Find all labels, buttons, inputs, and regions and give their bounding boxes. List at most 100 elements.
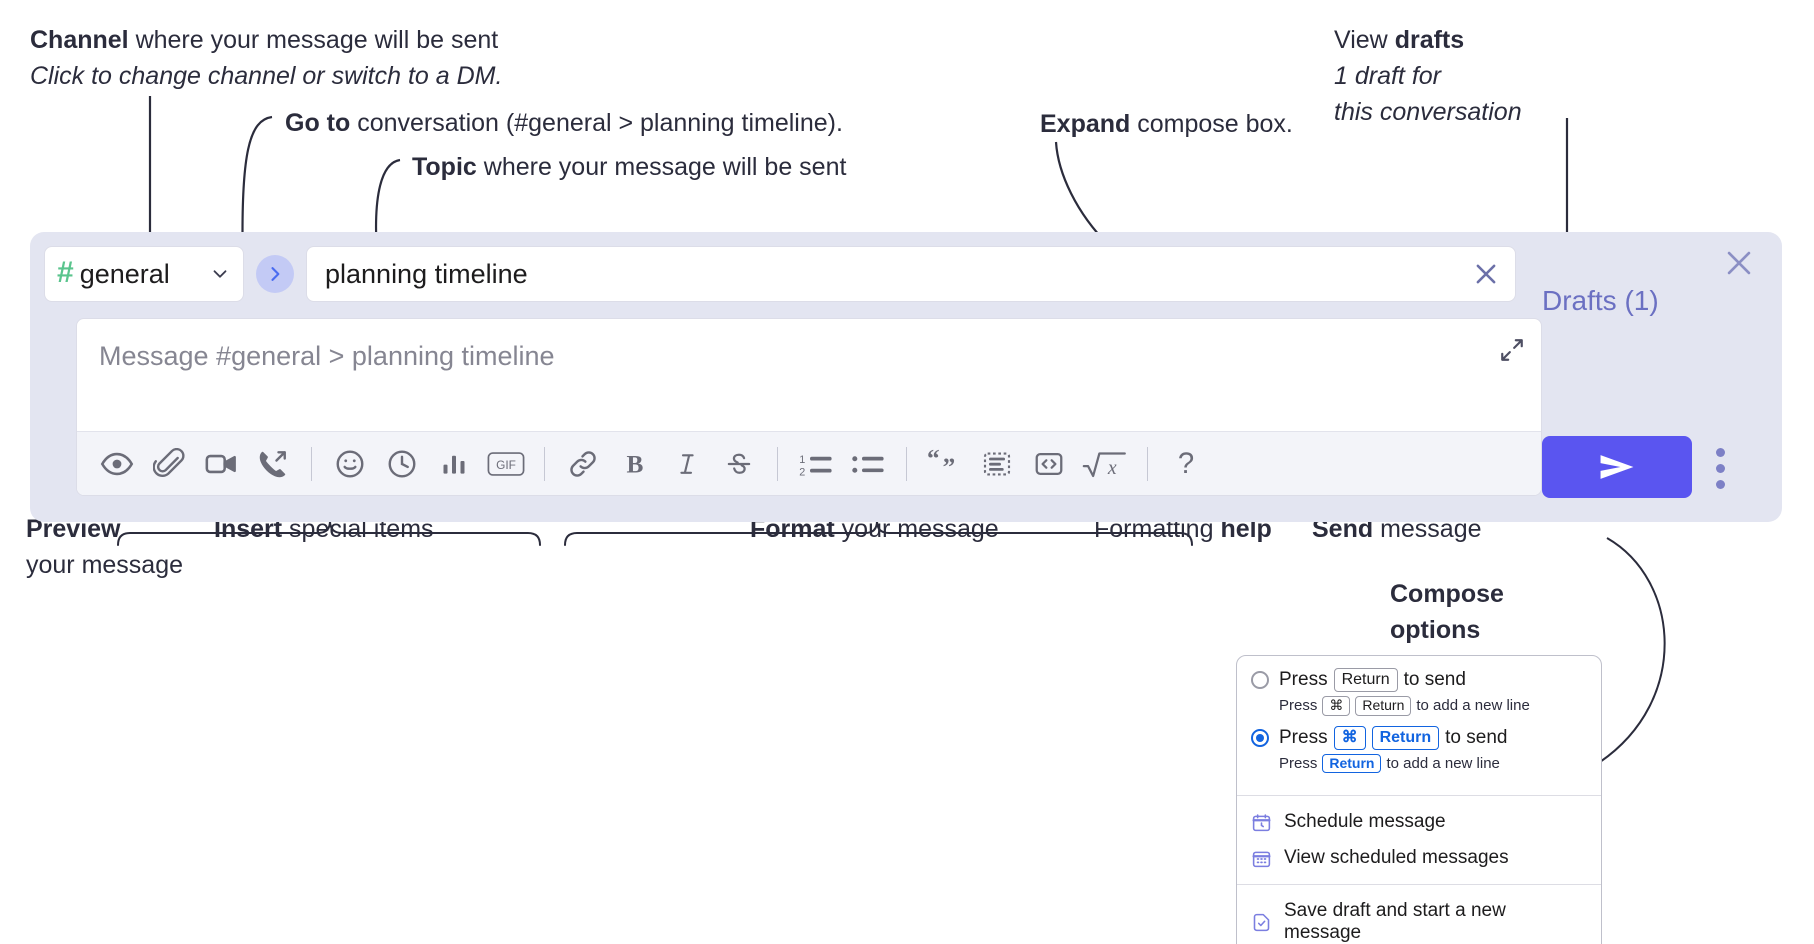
svg-text:”: ” [943,453,956,479]
topic-input[interactable]: planning timeline [306,246,1516,302]
toolbar-divider [311,446,312,481]
svg-text:x: x [1107,456,1117,478]
key-command: ⌘ [1322,696,1351,716]
goto-conversation-button[interactable] [256,255,294,293]
svg-text:2: 2 [799,466,805,478]
clear-icon[interactable] [1471,259,1501,289]
send-option-cmd-return-label: Press ⌘ Return to send [1279,725,1508,750]
menu-item-save-draft[interactable]: Save draft and start a new message [1237,893,1601,944]
channel-selector[interactable]: # general [44,246,244,302]
radio-return[interactable] [1251,671,1269,689]
schedule-section: Schedule message View scheduled messages [1237,796,1601,884]
menu-divider [1237,795,1601,796]
key-return: Return [1371,725,1440,750]
help-icon[interactable]: ? [1160,438,1212,490]
annotation-drafts-italic2: this conversation [1334,98,1522,126]
compose-panel: # general planning timeline Message #gen… [30,232,1782,522]
menu-item-view-scheduled[interactable]: View scheduled messages [1237,840,1601,876]
svg-text:?: ? [1178,448,1194,480]
key-return: Return [1333,668,1398,692]
chevron-right-icon [271,267,280,281]
audio-call-icon[interactable] [247,438,299,490]
strikethrough-icon[interactable] [713,438,765,490]
bold-icon[interactable]: B [609,438,661,490]
compose-options-menu: Press Return to send Press ⌘ Return to a… [1236,655,1602,944]
code-block-icon[interactable] [971,438,1023,490]
svg-text:“: “ [927,448,940,472]
send-icon [1600,455,1634,479]
annotation-channel-italic: Click to change channel or switch to a D… [30,62,503,90]
annotation-topic-bold: Topic [412,153,477,181]
send-option-return-sub: Press ⌘ Return to add a new line [1279,696,1587,716]
more-options-dot [1716,448,1725,457]
annotation-topic: Topic where your message will be sent [412,149,846,185]
press-label: Press [1279,754,1318,772]
annotation-goto: Go to conversation (#general > planning … [285,105,843,141]
to-send-label: to send [1403,669,1466,690]
latex-icon[interactable]: x [1075,438,1135,490]
annotation-expand: Expand compose box. [1040,106,1293,142]
annotation-channel: Channel where your message will be sent … [30,22,502,94]
chevron-down-icon [209,263,231,285]
panel-close-icon[interactable] [1722,246,1756,280]
annotation-topic-rest: where your message will be sent [476,153,847,181]
annotation-drafts-plain: View [1334,26,1395,54]
italic-icon[interactable] [661,438,713,490]
new-line-label: to add a new line [1386,754,1500,772]
menu-item-schedule-message[interactable]: Schedule message [1237,804,1601,840]
toolbar-divider [544,446,545,481]
send-option-return[interactable]: Press Return to send [1251,668,1587,692]
annotation-channel-bold: Channel [30,26,129,54]
expand-icon[interactable] [1499,337,1525,363]
new-line-label: to add a new line [1416,697,1530,715]
calendar-clock-icon [1251,812,1272,833]
send-button[interactable] [1542,436,1692,498]
emoji-icon[interactable] [324,438,376,490]
preview-icon[interactable] [91,438,143,490]
key-return: Return [1322,753,1382,773]
key-command: ⌘ [1333,725,1366,750]
menu-item-label: Schedule message [1284,811,1446,832]
topic-value: planning timeline [325,258,528,289]
drafts-link[interactable]: Drafts (1) [1542,285,1659,316]
gif-icon[interactable]: GIF [480,438,532,490]
link-icon[interactable] [557,438,609,490]
draft-section: Save draft and start a new message [1237,885,1601,944]
annotation-drafts-italic1: 1 draft for [1334,62,1441,90]
code-icon[interactable] [1023,438,1075,490]
radio-cmd-return[interactable] [1251,728,1269,747]
menu-item-label: View scheduled messages [1284,847,1509,868]
send-option-return-label: Press Return to send [1279,668,1466,692]
formatting-toolbar: GIF B [77,431,1541,495]
channel-name-label: general [79,258,170,289]
message-input-box[interactable]: Message #general > planning timeline [76,318,1542,496]
menu-item-label: Save draft and start a new message [1284,900,1506,943]
blockquote-icon[interactable]: “ ” [919,438,971,490]
bulleted-list-icon[interactable] [842,438,894,490]
attachment-icon[interactable] [143,438,195,490]
compose-header-row: # general planning timeline [44,246,1516,302]
menu-divider [1237,884,1601,885]
annotation-expand-rest: compose box. [1130,110,1293,138]
hash-icon: # [57,256,74,289]
press-label: Press [1279,726,1328,748]
annotation-drafts: View drafts 1 draft for this conversatio… [1334,22,1522,130]
send-option-cmd-return-sub: Press Return to add a new line [1279,753,1587,773]
reminder-icon[interactable] [376,438,428,490]
annotation-goto-rest: conversation (#general > planning timeli… [350,109,843,137]
video-icon[interactable] [195,438,247,490]
send-option-cmd-return[interactable]: Press ⌘ Return to send [1251,725,1587,750]
ordered-list-icon[interactable]: 1 2 [790,438,842,490]
svg-text:GIF: GIF [496,458,516,472]
poll-icon[interactable] [428,438,480,490]
message-placeholder: Message #general > planning timeline [99,341,555,371]
annotation-compose-options-bold2: options [1390,616,1481,644]
calendar-grid-icon [1251,848,1272,869]
to-send-label: to send [1445,726,1508,748]
annotation-channel-rest: where your message will be sent [128,26,499,54]
compose-options-button[interactable] [1716,448,1725,489]
toolbar-divider [906,446,907,481]
send-options-section: Press Return to send Press ⌘ Return to a… [1237,656,1601,795]
annotation-preview-rest: your message [26,551,184,579]
